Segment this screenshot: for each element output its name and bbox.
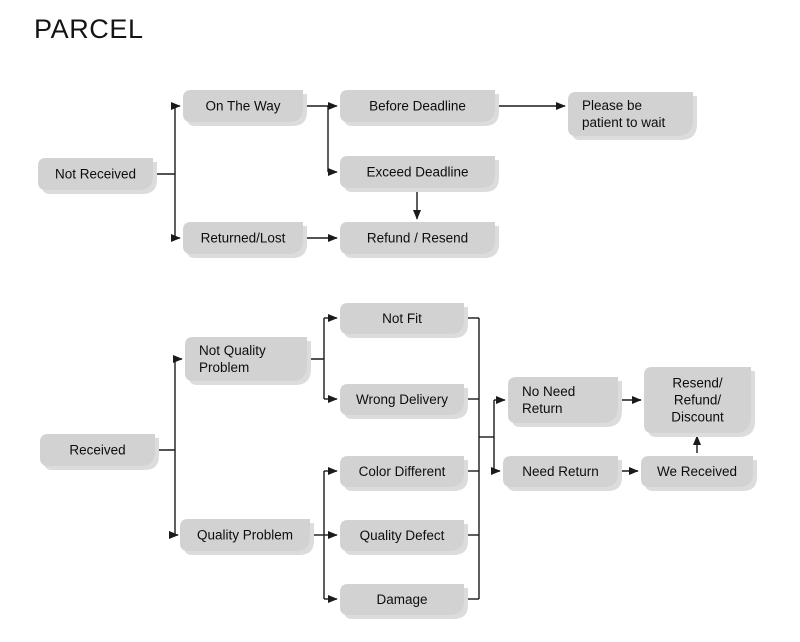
node-on-the-way[interactable]: On The Way <box>183 90 307 126</box>
node-we-received[interactable]: We Received <box>641 456 757 491</box>
node-wrong-delivery[interactable]: Wrong Delivery <box>340 384 468 419</box>
node-body <box>340 156 495 188</box>
node-quality-problem[interactable]: Quality Problem <box>180 519 314 555</box>
node-body <box>641 456 753 487</box>
node-before-deadline[interactable]: Before Deadline <box>340 90 499 126</box>
node-label-no-need-return: No Need <box>522 384 575 399</box>
node-body <box>40 434 155 466</box>
node-body <box>340 222 495 254</box>
page-title: PARCEL <box>34 14 144 44</box>
node-body <box>340 584 464 615</box>
node-body <box>185 337 307 381</box>
node-label-we-received: We Received <box>657 464 737 479</box>
node-label-not-received: Not Received <box>55 167 136 182</box>
node-received[interactable]: Received <box>40 434 159 470</box>
node-not-fit[interactable]: Not Fit <box>340 303 468 338</box>
node-label-color-different: Color Different <box>359 464 446 479</box>
node-label-not-quality: Not Quality <box>199 343 266 358</box>
node-exceed-deadline[interactable]: Exceed Deadline <box>340 156 499 192</box>
node-refund-resend[interactable]: Refund / Resend <box>340 222 499 258</box>
node-label-exceed-deadline: Exceed Deadline <box>366 165 468 180</box>
node-body <box>568 92 693 136</box>
node-label-refund-resend: Refund / Resend <box>367 231 468 246</box>
node-label-returned-lost: Returned/Lost <box>201 231 286 246</box>
node-body <box>340 90 495 122</box>
node-body <box>183 222 303 254</box>
node-body <box>340 384 464 415</box>
node-body <box>644 367 751 433</box>
node-label-not-quality: Problem <box>199 360 249 375</box>
edge-group-received <box>155 313 702 604</box>
node-damage[interactable]: Damage <box>340 584 468 619</box>
node-label-wrong-delivery: Wrong Delivery <box>356 392 448 407</box>
node-label-not-fit: Not Fit <box>382 311 422 326</box>
node-need-return[interactable]: Need Return <box>503 456 622 491</box>
node-label-please-be-patient: Please be <box>582 98 642 113</box>
node-label-quality-defect: Quality Defect <box>360 528 445 543</box>
node-label-resend-refund-discount: Resend/ <box>672 376 723 391</box>
node-quality-defect[interactable]: Quality Defect <box>340 520 468 555</box>
node-color-different[interactable]: Color Different <box>340 456 468 491</box>
node-body <box>503 456 618 487</box>
node-body <box>508 377 618 423</box>
node-label-received: Received <box>69 443 125 458</box>
node-body <box>180 519 310 551</box>
node-label-on-the-way: On The Way <box>205 99 280 114</box>
node-label-before-deadline: Before Deadline <box>369 99 466 114</box>
node-not-received[interactable]: Not Received <box>38 158 157 194</box>
node-body <box>38 158 153 190</box>
node-label-quality-problem: Quality Problem <box>197 528 293 543</box>
node-please-be-patient[interactable]: Please be patient to wait <box>568 92 697 140</box>
node-label-please-be-patient: patient to wait <box>582 115 666 130</box>
edge-group-not-received <box>153 101 566 243</box>
node-label-resend-refund-discount: Discount <box>671 410 724 425</box>
node-label-damage: Damage <box>376 592 427 607</box>
node-returned-lost[interactable]: Returned/Lost <box>183 222 307 258</box>
node-body <box>340 520 464 551</box>
node-body <box>340 303 464 334</box>
node-label-resend-refund-discount: Refund/ <box>674 393 722 408</box>
node-resend-refund-discount[interactable]: Resend/Refund/Discount <box>644 367 755 437</box>
node-label-need-return: Need Return <box>522 464 599 479</box>
node-body <box>340 456 464 487</box>
node-label-no-need-return: Return <box>522 401 563 416</box>
node-body <box>183 90 303 122</box>
